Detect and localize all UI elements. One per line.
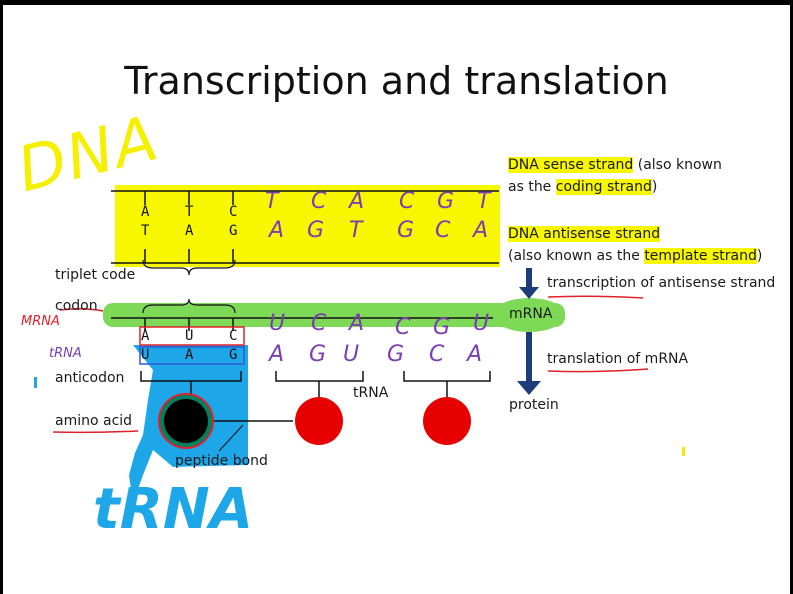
- hw-bottom-base-1: A: [269, 218, 284, 243]
- triplet-code-label: triplet code: [55, 267, 135, 283]
- hw-anticodon-base-1: A: [269, 342, 284, 367]
- handwritten-trna-big: tRNA: [93, 477, 253, 542]
- hw-anticodon-base-5: C: [429, 342, 444, 367]
- codon-base-1: A: [141, 328, 149, 344]
- translation-term: translation of: [547, 351, 640, 367]
- hw-anticodon-base-6: A: [467, 342, 482, 367]
- anticodon-base-3: G: [229, 347, 237, 363]
- translation-arrow: [517, 332, 541, 395]
- peptide-bond-label: peptide bond: [175, 453, 268, 469]
- hw-mrna-base-4: C: [395, 315, 410, 340]
- translation-label: translation of mRNA: [547, 351, 688, 367]
- blue-mark: [34, 377, 37, 388]
- mrna-label: mRNA: [509, 306, 552, 322]
- antisense-strand-line1: DNA antisense strand: [508, 226, 660, 242]
- handwritten-mrna: MRNA: [21, 314, 60, 329]
- hw-bottom-base-5: C: [435, 218, 450, 243]
- page-title: Transcription and translation: [3, 59, 790, 103]
- codon-base-2: U: [185, 328, 193, 344]
- hw-bottom-base-3: T: [349, 218, 362, 243]
- hw-bottom-base-4: G: [397, 218, 414, 243]
- hw-anticodon-base-3: U: [343, 342, 359, 367]
- transcription-rest: of antisense strand: [636, 275, 775, 291]
- antisense-strand-close: ): [757, 248, 762, 264]
- antisense-strand-prefix: (also known as the: [508, 248, 644, 264]
- hw-top-base-3: A: [349, 189, 364, 214]
- slide: Transcription and translation DNA MRNA t…: [3, 5, 790, 594]
- anticodon-base-2: A: [185, 347, 193, 363]
- amino-acid-first-core: [164, 399, 208, 443]
- sense-strand-line1: DNA sense strand (also known: [508, 157, 722, 173]
- sense-strand-note: (also known: [633, 157, 722, 173]
- hw-mrna-base-3: A: [349, 311, 364, 336]
- sense-strand-term: DNA sense strand: [508, 157, 633, 173]
- template-strand-term: template strand: [644, 248, 757, 264]
- dna-bottom-base-3: G: [229, 223, 237, 239]
- coding-strand-term: coding strand: [556, 179, 652, 195]
- codon-label: codon: [55, 298, 98, 314]
- antisense-strand-line2: (also known as the template strand): [508, 248, 762, 264]
- dna-top-base-2: T: [185, 204, 193, 220]
- hw-anticodon-base-4: G: [387, 342, 404, 367]
- yellow-mark: [682, 447, 685, 456]
- codon-base-3: C: [229, 328, 237, 344]
- hw-mrna-base-1: U: [269, 311, 285, 336]
- amino-acid-label: amino acid: [55, 413, 132, 429]
- sense-strand-prefix: as the: [508, 179, 556, 195]
- anticodon-label: anticodon: [55, 370, 124, 386]
- dna-bottom-base-1: T: [141, 223, 149, 239]
- amino-acid-second: [295, 397, 343, 445]
- amino-acid-third: [423, 397, 471, 445]
- transcription-term: transcription: [547, 275, 636, 291]
- dna-top-base-3: C: [229, 204, 237, 220]
- handwritten-trna-small: tRNA: [49, 346, 82, 361]
- hw-mrna-base-5: G: [433, 315, 450, 340]
- transcription-arrow: [519, 268, 539, 299]
- dna-bottom-base-2: A: [185, 223, 193, 239]
- hw-top-base-2: C: [311, 189, 326, 214]
- hw-mrna-base-6: U: [473, 311, 489, 336]
- protein-label: protein: [509, 397, 559, 413]
- anticodon-base-1: U: [141, 347, 149, 363]
- trna-label: tRNA: [353, 385, 388, 401]
- translation-rest: mRNA: [640, 351, 688, 367]
- hw-top-base-6: T: [477, 189, 490, 214]
- hw-mrna-base-2: C: [311, 311, 326, 336]
- dna-top-base-1: A: [141, 204, 149, 220]
- hw-top-base-5: G: [437, 189, 454, 214]
- hw-bottom-base-6: A: [473, 218, 488, 243]
- sense-strand-close: ): [652, 179, 657, 195]
- hw-top-base-1: T: [265, 189, 278, 214]
- antisense-strand-term: DNA antisense strand: [508, 226, 660, 242]
- hw-bottom-base-2: G: [307, 218, 324, 243]
- transcription-label: transcription of antisense strand: [547, 275, 775, 291]
- sense-strand-line2: as the coding strand): [508, 179, 657, 195]
- hw-anticodon-base-2: G: [309, 342, 326, 367]
- hw-top-base-4: C: [399, 189, 414, 214]
